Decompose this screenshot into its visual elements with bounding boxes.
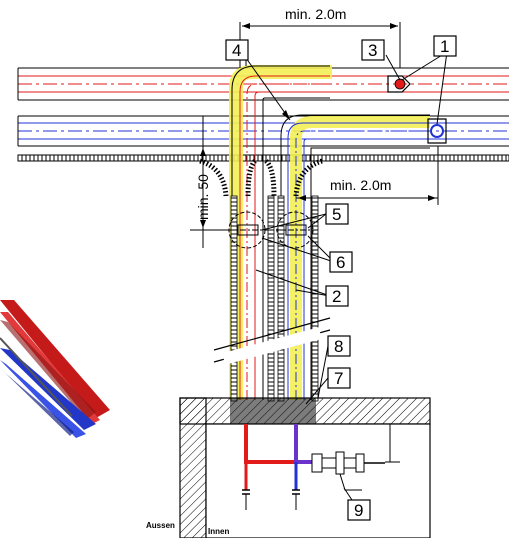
svg-text:8: 8 [334,337,343,356]
svg-text:3: 3 [368,41,377,60]
dimension-vertical: min. 50 [190,116,232,248]
callout-6: 6 [329,251,353,273]
callout-5: 5 [325,203,349,225]
return-branch [280,114,430,400]
svg-text:9: 9 [354,501,363,520]
tapping-point-supply [387,75,411,93]
indoor-return-outlet [292,424,318,510]
outside-label: Aussen [146,521,175,530]
svg-text:7: 7 [334,369,343,388]
svg-text:6: 6 [336,253,345,272]
callout-9: 9 [347,499,371,521]
break-line [213,317,331,365]
callout-4: 4 [225,39,249,61]
supply-branch [229,65,332,400]
pipe-fittings [228,211,314,249]
dimension-top: min. 2.0m [239,6,401,68]
callout-7: 7 [327,367,351,389]
inside-label: Innen [208,527,229,536]
callout-2: 2 [325,285,349,307]
svg-text:1: 1 [440,37,449,56]
svg-text:4: 4 [232,41,241,60]
svg-text:2: 2 [332,287,341,306]
vertical-spacing-label: min. 50 [195,174,211,220]
right-spacing-label: min. 2.0m [330,177,391,193]
indoor-supply-outlet [242,424,300,510]
callout-3: 3 [361,39,385,61]
svg-text:5: 5 [332,205,341,224]
building-wall [179,397,431,538]
callout-leaders [245,51,448,501]
callout-1: 1 [433,35,457,57]
tapping-point-return [427,118,447,144]
dimension-right: min. 2.0m [296,146,439,205]
top-spacing-label: min. 2.0m [285,6,346,22]
pipe-photo [0,300,110,438]
callout-8: 8 [327,335,351,357]
